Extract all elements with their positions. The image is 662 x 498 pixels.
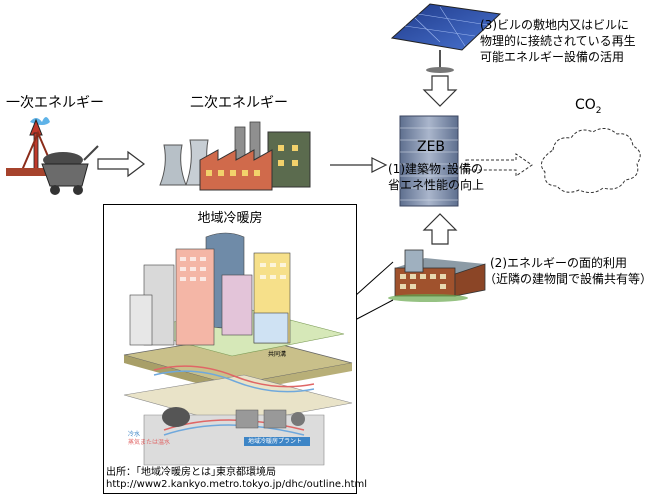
co2-text: CO: [575, 97, 596, 113]
arrow-solar-to-zeb: [422, 75, 458, 107]
dhc-plant-label: 地域冷暖房プラント: [248, 438, 303, 445]
solar-desc-line1: (3)ビルの敷地内又はビルに: [480, 18, 629, 32]
co2-cloud: [540, 128, 641, 194]
primary-energy-label: 一次エネルギー: [6, 95, 104, 111]
arrow-zeb-to-co2: [465, 153, 533, 177]
solar-desc-line3: 可能エネルギー設備の活用: [480, 50, 625, 64]
source-line2: http://www2.kankyo.metro.tokyo.jp/dhc/ou…: [106, 479, 368, 490]
co2-label: CO2: [575, 98, 602, 119]
source-line1: 出所：｢地域冷暖房とは｣東京都環境局: [106, 467, 276, 478]
secondary-energy-label: 二次エネルギー: [190, 95, 288, 111]
secondary-energy-illustration: [159, 121, 311, 191]
area-desc-line1: (2)エネルギーの面的利用: [490, 256, 627, 270]
solar-desc-line2: 物理的に接続されている再生: [480, 34, 636, 48]
zeb-desc-line1: (1)建築物･設備の: [388, 162, 483, 176]
primary-energy-illustration: [6, 117, 99, 195]
area-energy-building-illustration: [388, 249, 486, 302]
arrow-secondary-to-zeb: [330, 157, 388, 173]
area-desc-line2: （近隣の建物間で設備共有等）: [484, 272, 653, 286]
arrow-primary-to-secondary: [97, 150, 145, 178]
dhc-legend-cold: 冷水: [128, 431, 141, 438]
zeb-desc-line2: 省エネ性能の向上: [388, 178, 485, 192]
co2-subscript: 2: [595, 105, 602, 116]
inset-connector: [354, 261, 394, 321]
dhc-inset-box: 地域冷暖房: [103, 204, 367, 494]
zeb-label: ZEB: [417, 139, 446, 155]
solar-panel-illustration: [390, 3, 502, 73]
dhc-illustration: [123, 232, 353, 466]
zeb-building-illustration: [399, 115, 459, 207]
dhc-street-label: 共同溝: [268, 351, 287, 358]
dhc-title: 地域冷暖房: [197, 211, 263, 226]
arrow-area-to-zeb: [422, 213, 458, 245]
dhc-legend-hot: 蒸気または温水: [128, 439, 171, 446]
